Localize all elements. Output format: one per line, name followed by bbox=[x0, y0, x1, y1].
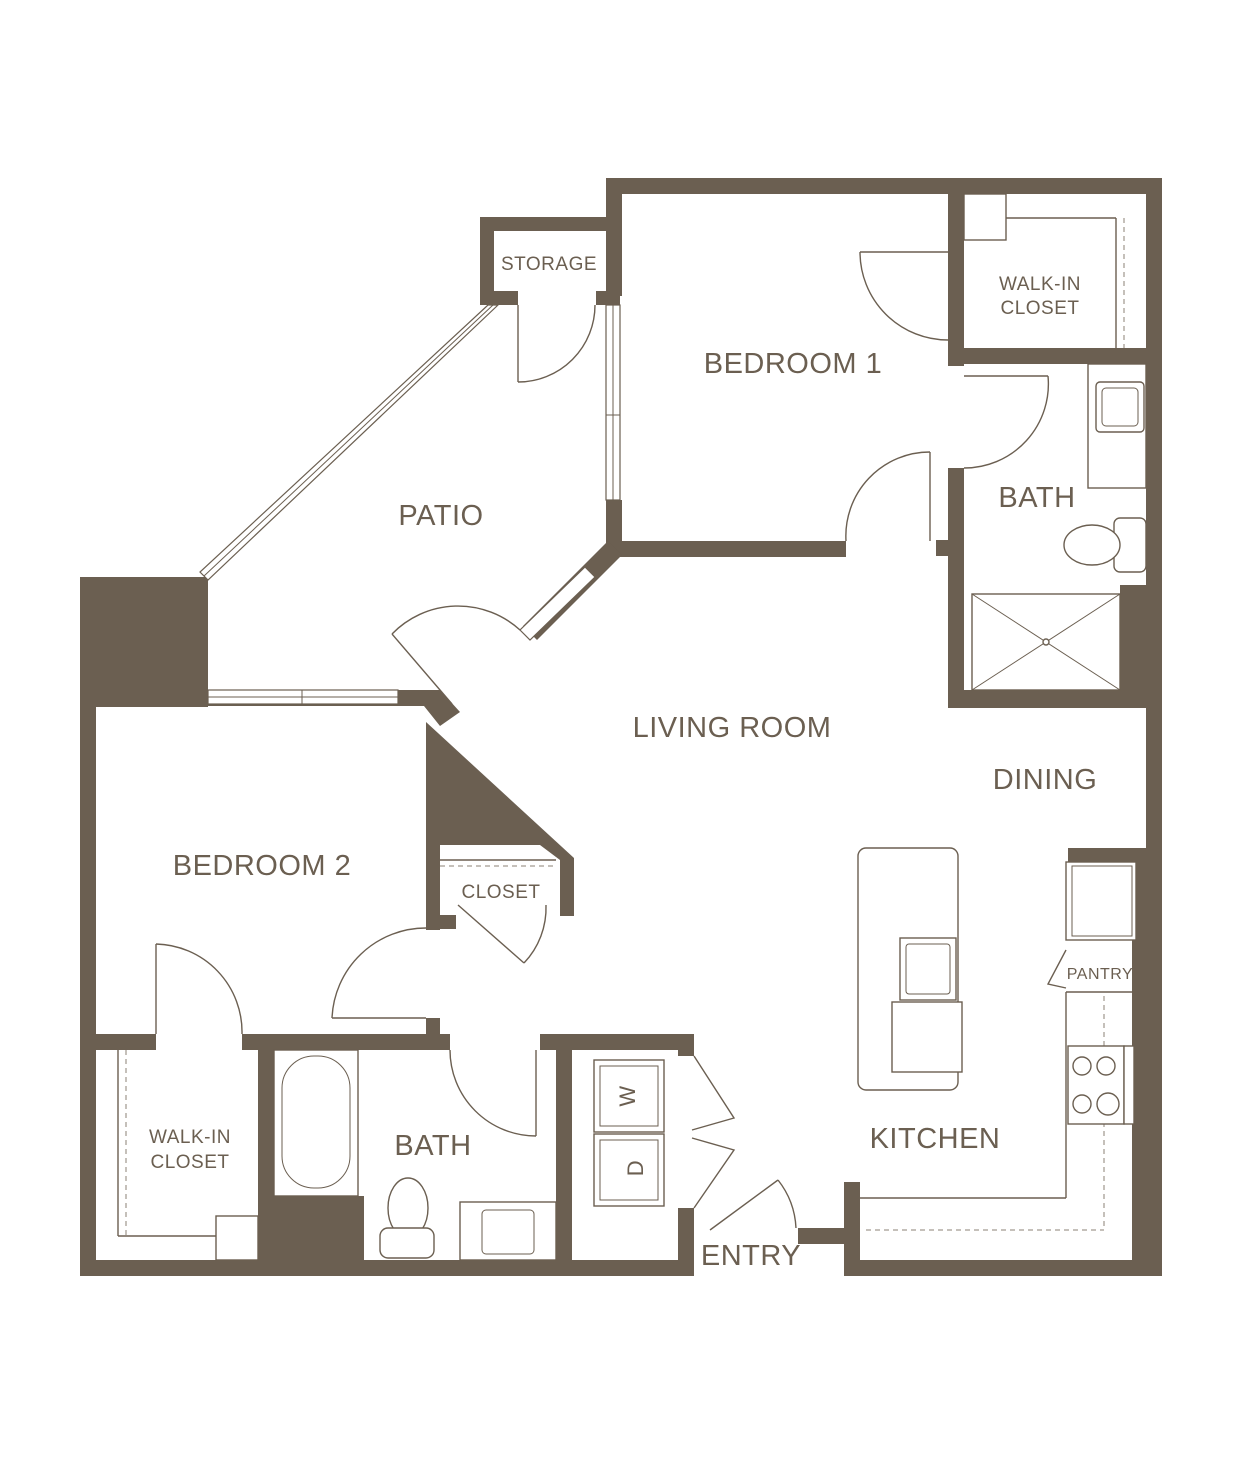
washer-label: W bbox=[615, 1085, 640, 1106]
entry-label: ENTRY bbox=[701, 1240, 801, 1272]
walkin1-label-line1: WALK-IN bbox=[999, 274, 1081, 295]
kitchen-label: KITCHEN bbox=[870, 1123, 1001, 1155]
walkin1-label-line2: CLOSET bbox=[1000, 298, 1079, 319]
bath2-label: BATH bbox=[394, 1130, 471, 1162]
walkin2-label-line1: WALK-IN bbox=[149, 1127, 231, 1148]
walls bbox=[80, 178, 1162, 1276]
dryer-label: D bbox=[623, 1160, 648, 1176]
patio-label: PATIO bbox=[398, 500, 483, 532]
windows bbox=[199, 304, 621, 705]
living-room-label: LIVING ROOM bbox=[633, 712, 832, 744]
room-labels: STORAGE BEDROOM 1 WALK-IN CLOSET PATIO B… bbox=[149, 254, 1133, 1272]
pantry-label: PANTRY bbox=[1067, 966, 1133, 983]
bath1-label: BATH bbox=[998, 482, 1075, 514]
fixtures bbox=[117, 193, 1147, 1261]
walkin2-label-line2: CLOSET bbox=[150, 1152, 229, 1173]
storage-label: STORAGE bbox=[501, 254, 597, 275]
bedroom2-label: BEDROOM 2 bbox=[173, 850, 352, 882]
doors bbox=[155, 251, 1067, 1231]
closet-label: CLOSET bbox=[461, 882, 540, 903]
dining-label: DINING bbox=[993, 764, 1098, 796]
bedroom1-label: BEDROOM 1 bbox=[704, 348, 883, 380]
